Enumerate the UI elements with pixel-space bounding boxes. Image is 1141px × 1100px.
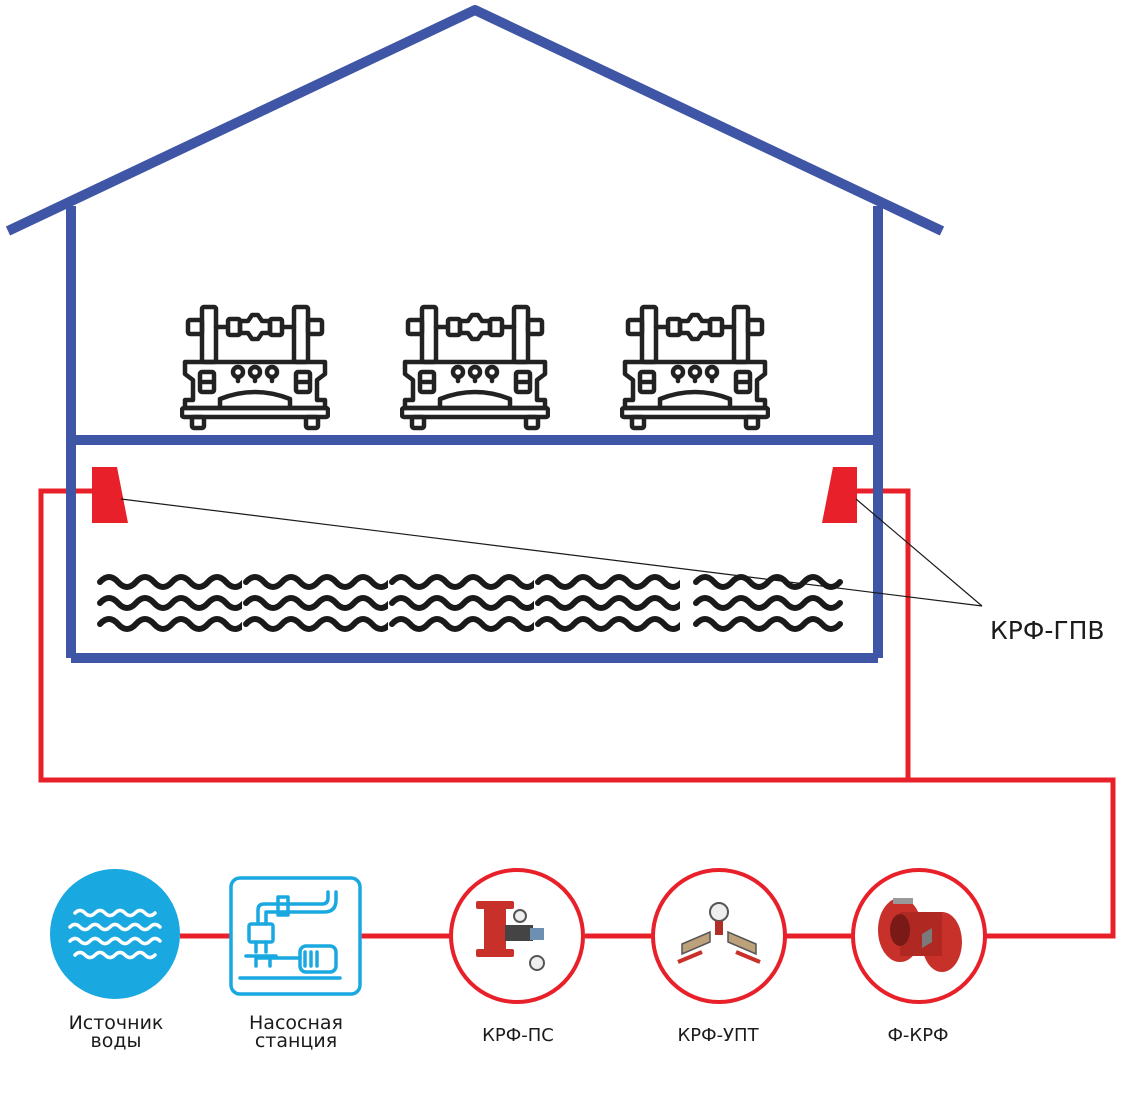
- water-waves-icon: [68, 908, 162, 960]
- reservoir-water: [100, 577, 840, 629]
- pump-station-label: Насосная станция: [226, 1012, 366, 1052]
- industrial-machine-icon: [622, 307, 768, 428]
- foam-generators: [92, 467, 857, 523]
- krf-ps-valve-icon: [476, 901, 545, 971]
- f-krf-valve: [851, 868, 987, 1004]
- pump-station: [229, 876, 362, 996]
- pump-station-label-line1: Насосная: [249, 1012, 343, 1034]
- water-source-label-line1: Источник: [68, 1012, 164, 1034]
- pipe-network: [38, 488, 1116, 939]
- krf-gpv-label: КРФ-ГПВ: [990, 616, 1105, 645]
- krf-upt-valve-icon: [677, 902, 761, 964]
- foam-generator-right: [822, 467, 857, 523]
- water-source-label-line2: воды: [90, 1030, 142, 1052]
- krf-upt-label: КРФ-УПТ: [677, 1025, 759, 1046]
- water-source-label: Источник воды: [46, 1012, 186, 1052]
- main-pipe-loop: [38, 488, 1116, 939]
- krf-ps-label: КРФ-ПС: [482, 1025, 554, 1046]
- industrial-machine-icon: [182, 307, 328, 428]
- roof: [5, 5, 945, 236]
- callout-lines: [120, 498, 983, 607]
- foam-generator-left: [92, 467, 128, 523]
- f-krf-valve-icon: [878, 898, 962, 972]
- krf-ps-valve: [449, 868, 585, 1004]
- water-source: [50, 869, 180, 999]
- machines-row: [182, 307, 768, 428]
- pump-station-label-line2: станция: [254, 1030, 338, 1052]
- industrial-machine-icon: [402, 307, 548, 428]
- krf-upt-valve: [651, 868, 787, 1004]
- building-outline: [5, 5, 945, 663]
- f-krf-label: Ф-КРФ: [887, 1025, 949, 1046]
- pump-station-icon: [238, 890, 342, 980]
